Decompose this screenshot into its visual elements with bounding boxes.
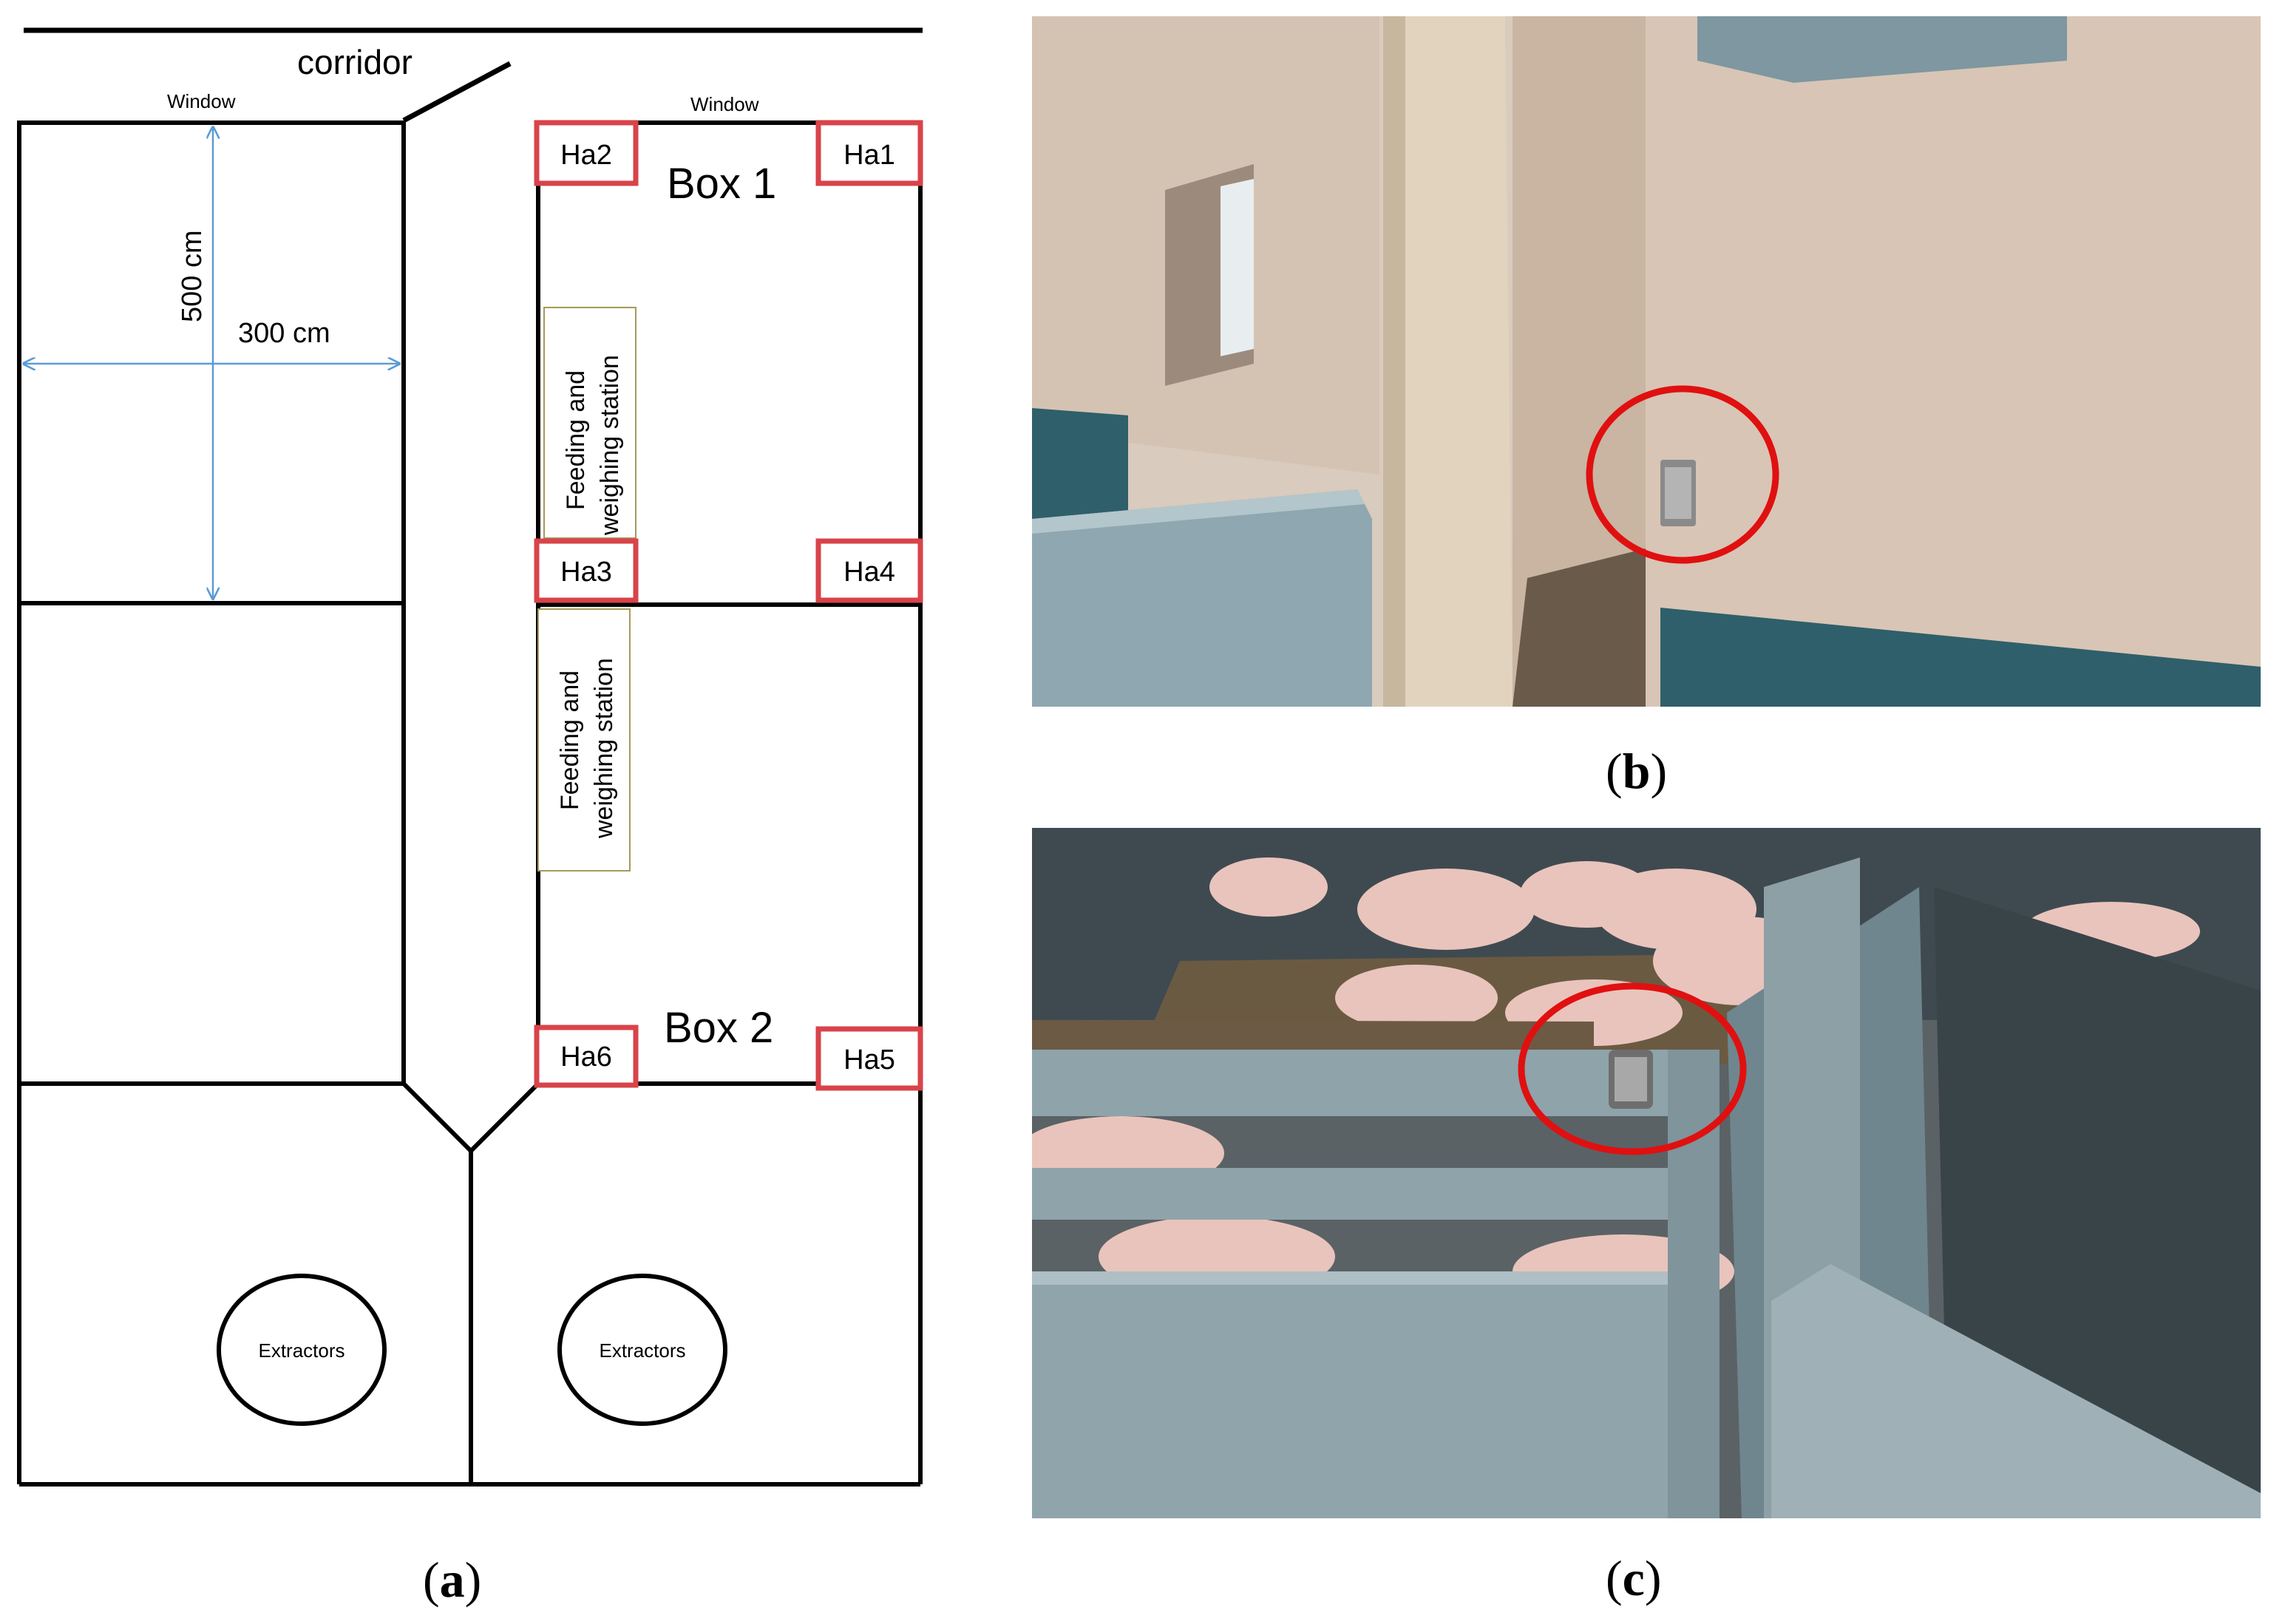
feeding-station-box2: Feeding and weighing station <box>537 608 631 872</box>
sensor-ha3: Ha3 <box>534 538 639 603</box>
svg-text:Ha4: Ha4 <box>843 557 895 588</box>
svg-text:Ha5: Ha5 <box>843 1044 895 1076</box>
sensor-ha2: Ha2 <box>534 120 639 186</box>
box1-label: Box 1 <box>667 160 776 208</box>
panel-label-c: (c) <box>1606 1550 1662 1606</box>
svg-text:Extractors: Extractors <box>599 1339 685 1362</box>
highlight-circle-c <box>1518 982 1747 1155</box>
svg-text:Ha1: Ha1 <box>843 140 895 171</box>
feeding-station-box1: Feeding and weighing station <box>543 307 637 539</box>
sensor-ha5: Ha5 <box>815 1026 923 1091</box>
width-dimension-label: 300 cm <box>238 318 330 349</box>
sensor-ha4: Ha4 <box>815 538 923 603</box>
sensor-ha6: Ha6 <box>534 1025 639 1088</box>
svg-text:Feeding and: Feeding and <box>556 670 584 810</box>
corridor-door <box>402 61 512 123</box>
corridor-label: corridor <box>297 43 413 81</box>
highlight-circle-b <box>1586 385 1779 564</box>
height-dimension-label: 500 cm <box>177 230 208 322</box>
photo-pen-sensor <box>1032 828 2261 1518</box>
extractor-left: Extractors <box>217 1274 387 1426</box>
panel-label-a: (a) <box>423 1552 482 1608</box>
svg-text:weighing station: weighing station <box>596 355 624 536</box>
window-left-label: Window <box>167 90 236 112</box>
svg-text:Ha6: Ha6 <box>560 1042 612 1073</box>
svg-text:Ha3: Ha3 <box>560 557 612 588</box>
svg-text:Extractors: Extractors <box>258 1339 344 1362</box>
extractor-right: Extractors <box>557 1274 727 1426</box>
box2-label: Box 2 <box>664 1004 773 1052</box>
photo-wall-sensor <box>1032 16 2261 707</box>
sensor-ha1: Ha1 <box>815 120 923 186</box>
svg-text:Feeding and: Feeding and <box>562 370 590 510</box>
window-right-label: Window <box>690 93 759 115</box>
svg-text:weighing station: weighing station <box>590 658 618 839</box>
panel-label-b: (b) <box>1606 743 1668 799</box>
walls <box>17 120 923 1487</box>
floor-plan: corridor Window Window 500 cm 300 cm Box… <box>17 27 923 1487</box>
svg-text:Ha2: Ha2 <box>560 140 612 171</box>
